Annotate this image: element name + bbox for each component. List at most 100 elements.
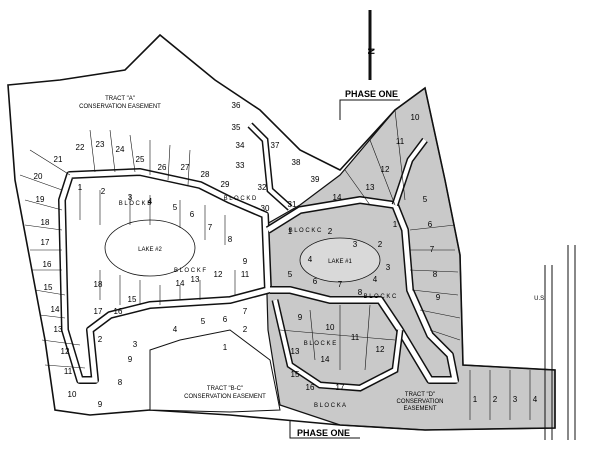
- lot-number-bottom_left-0: 2: [98, 335, 103, 344]
- tract-d-subtitle-2: EASEMENT: [403, 406, 436, 412]
- lot-number-left_col-11: 9: [98, 400, 103, 409]
- lot-number-right_grey-2: 12: [381, 165, 390, 174]
- lot-number-top_left-2: 22: [76, 143, 85, 152]
- lot-number-center_grey-16: 17: [336, 383, 345, 392]
- lot-number-top_left-8: 28: [201, 170, 210, 179]
- lot-number-top_left-7: 27: [181, 163, 190, 172]
- lot-number-block_f-5: 16: [114, 307, 123, 316]
- lot-number-center_grey-5: 6: [313, 277, 318, 286]
- lot-number-top_left-5: 25: [136, 155, 145, 164]
- lot-number-far_right-3: 4: [533, 395, 538, 404]
- lot-number-right_grey-0: 10: [411, 113, 420, 122]
- lot-number-left_col-0: 1: [78, 183, 83, 192]
- lot-number-right_grey-6: 2: [378, 240, 383, 249]
- lot-number-block_b-7: 9: [243, 257, 248, 266]
- lot-number-center_grey-6: 7: [338, 280, 343, 289]
- lot-number-right_grey-1: 11: [396, 137, 405, 146]
- lot-number-block_f-4: 15: [128, 295, 137, 304]
- lot-number-bottom_left-9: 2: [243, 325, 248, 334]
- lot-number-right_grey-9: 5: [423, 195, 428, 204]
- lot-number-top_mid-4: 32: [258, 183, 267, 192]
- phase-one-bottom-marker: PHASE ONE: [289, 420, 360, 439]
- lot-number-block_b-2: 4: [148, 197, 153, 206]
- lot-number-center_grey-14: 15: [291, 370, 300, 379]
- lot-number-left_col-3: 17: [41, 238, 50, 247]
- lot-number-right_grey-10: 6: [428, 220, 433, 229]
- block-e-label: B L O C K E: [304, 341, 336, 347]
- lake-1-label: LAKE #1: [328, 259, 352, 265]
- lot-number-top_mid-6: 38: [292, 158, 301, 167]
- lot-number-top_mid-5: 37: [271, 141, 280, 150]
- lot-number-center_grey-13: 14: [321, 355, 330, 364]
- lake-1: [299, 237, 381, 283]
- lot-number-bottom_left-5: 7: [243, 307, 248, 316]
- lot-number-left_col-2: 18: [41, 218, 50, 227]
- lake-2-label: LAKE #2: [138, 247, 162, 253]
- lot-number-far_right-1: 2: [493, 395, 498, 404]
- block-b-label: B L O C K B: [119, 201, 151, 207]
- lot-number-block_b-3: 5: [173, 203, 178, 212]
- lot-number-block_b-4: 6: [190, 210, 195, 219]
- lot-number-right_grey-7: 3: [386, 263, 391, 272]
- lot-number-block_f-3: 14: [176, 279, 185, 288]
- svg-text:PHASE ONE: PHASE ONE: [345, 89, 398, 99]
- lot-number-right_grey-8: 4: [373, 275, 378, 284]
- lot-number-center_grey-11: 12: [376, 345, 385, 354]
- tract-a-label: TRACT "A": [105, 96, 135, 102]
- road-label: U.S.: [534, 296, 546, 302]
- north-arrow-label: N: [366, 48, 376, 55]
- lot-number-block_f-7: 18: [94, 280, 103, 289]
- lot-number-top_mid-0: 36: [232, 101, 241, 110]
- lot-number-top_mid-3: 33: [236, 161, 245, 170]
- lot-number-bottom_left-6: 8: [118, 378, 123, 387]
- lot-number-top_mid-8: 30: [261, 204, 270, 213]
- lot-number-center_grey-3: 4: [308, 255, 313, 264]
- lot-number-block_f-0: 11: [241, 270, 250, 279]
- lot-number-block_b-0: 2: [101, 187, 106, 196]
- lot-number-center_grey-9: 10: [326, 323, 335, 332]
- lot-number-left_col-4: 16: [43, 260, 52, 269]
- phase-one-top-marker: PHASE ONE: [339, 89, 400, 120]
- lot-number-bottom_left-3: 5: [201, 317, 206, 326]
- lot-number-bottom_left-8: 1: [223, 343, 228, 352]
- lot-number-block_b-6: 8: [228, 235, 233, 244]
- lot-number-right_grey-5: 1: [393, 220, 398, 229]
- lot-number-top_left-0: 20: [34, 172, 43, 181]
- lot-number-center_grey-7: 8: [358, 288, 363, 297]
- lot-number-center_grey-10: 11: [351, 333, 360, 342]
- tract-d-label: TRACT "D": [405, 392, 435, 398]
- lot-number-top_left-9: 29: [221, 180, 230, 189]
- lot-number-left_col-7: 13: [54, 325, 63, 334]
- lot-number-bottom_left-2: 4: [173, 325, 178, 334]
- lot-number-top_left-4: 24: [116, 145, 125, 154]
- lot-number-left_col-5: 15: [44, 283, 53, 292]
- lot-number-top_left-1: 21: [54, 155, 63, 164]
- lot-number-left_col-10: 10: [68, 390, 77, 399]
- lot-number-right_grey-4: 14: [333, 193, 342, 202]
- lot-number-block_f-1: 12: [214, 270, 223, 279]
- property-boundary: [7, 33, 556, 431]
- tract-d-subtitle: CONSERVATION: [396, 399, 443, 405]
- lot-number-far_right-2: 3: [513, 395, 518, 404]
- lot-number-center_grey-15: 16: [306, 383, 315, 392]
- lot-number-block_b-1: 3: [128, 193, 133, 202]
- lot-number-right_grey-13: 9: [436, 293, 441, 302]
- lot-number-top_mid-9: 31: [288, 200, 297, 209]
- lot-number-right_grey-12: 8: [433, 270, 438, 279]
- lot-number-left_col-6: 14: [51, 305, 60, 314]
- lot-number-top_mid-2: 34: [236, 141, 245, 150]
- tract-bc-label: TRACT "B-C": [207, 386, 243, 392]
- lot-number-center_grey-1: 2: [328, 227, 333, 236]
- lot-number-block_b-5: 7: [208, 223, 213, 232]
- block-d-label: B L O C K D: [224, 196, 257, 202]
- lot-number-left_col-1: 19: [36, 195, 45, 204]
- block-a-label: B L O C K A: [314, 403, 346, 409]
- lot-number-center_grey-2: 3: [353, 240, 358, 249]
- north-arrow: N: [366, 10, 376, 80]
- lot-number-bottom_left-4: 6: [223, 315, 228, 324]
- lot-number-center_grey-12: 13: [291, 347, 300, 356]
- lot-number-block_f-2: 13: [191, 275, 200, 284]
- tract-a-subtitle: CONSERVATION EASEMENT: [79, 104, 161, 110]
- block-c-label-2: B L O C K C: [364, 294, 397, 300]
